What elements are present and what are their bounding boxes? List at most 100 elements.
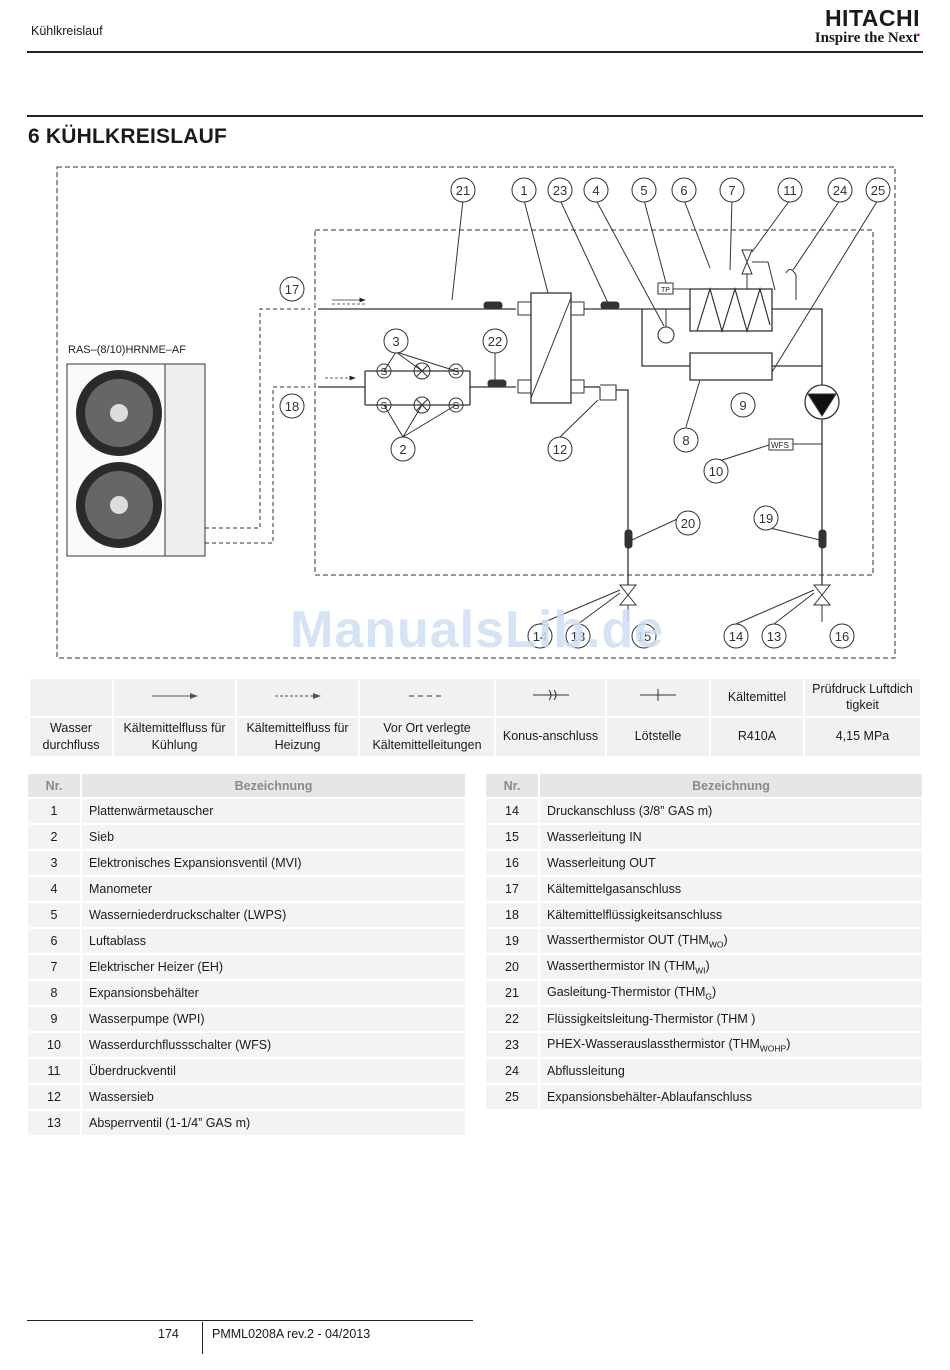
strainer-label: S (453, 367, 460, 378)
refrigerant-circuit-diagram: 2112345671124251732218212981020191413151… (56, 166, 896, 659)
page-number: 174 (158, 1327, 179, 1341)
header-rule (27, 51, 923, 53)
part-number: 1 (28, 799, 80, 823)
part-name-tail: ) (712, 984, 717, 999)
part-name: Kältemittelflüssigkeitsanschluss (547, 908, 723, 922)
part-name-tail: ) (723, 932, 728, 947)
callout-23: 15 (631, 623, 657, 649)
part-name: Wasserpumpe (WPI) (89, 1012, 205, 1026)
callout-label: 11 (783, 183, 797, 198)
callout-14: 2 (390, 436, 416, 462)
callout-label: 1 (520, 183, 527, 198)
part-name-subscript: WI (695, 965, 706, 976)
strainer-label: S (381, 401, 388, 412)
plate-heat-exchanger (530, 292, 572, 404)
field-piping-symbol (360, 679, 494, 716)
outdoor-unit (66, 363, 206, 557)
callout-label: 22 (488, 334, 502, 349)
callout-label: 18 (285, 399, 299, 414)
callout-label: 13 (571, 629, 585, 644)
part-number: 20 (486, 955, 538, 979)
callout-label: 23 (553, 183, 567, 198)
cooling-flow-symbol (114, 679, 235, 716)
callout-25: 13 (761, 623, 787, 649)
electric-heater (689, 288, 773, 332)
part-name: Elektronisches Expansionsventil (MVI) (89, 856, 302, 870)
legend-label-flare: Konus-anschluss (496, 717, 605, 756)
brazing-symbol (607, 679, 709, 716)
part-number: 14 (486, 799, 538, 823)
hitachi-logo: HITACHI Inspire the Next• (814, 5, 920, 46)
callout-19: 20 (675, 510, 701, 536)
callout-label: 6 (680, 183, 687, 198)
legend-label-heating-flow: Kältemittelfluss für Heizung (237, 717, 358, 756)
callout-6: 7 (719, 177, 745, 203)
part-number: 13 (28, 1111, 80, 1135)
table-row: 15 Wasserleitung IN (486, 825, 922, 849)
callout-label: 4 (592, 183, 599, 198)
legend-label-field-piping: Vor Ort verlegte Kältemittelleitungen (360, 717, 494, 756)
part-name-subscript: WO (708, 939, 724, 950)
title-rule (27, 115, 923, 117)
part-name: Wasserleitung OUT (547, 856, 656, 870)
callout-label: 8 (682, 433, 689, 448)
header-section-title: Kühlkreislauf (31, 24, 103, 38)
part-number: 25 (486, 1085, 538, 1109)
part-number: 10 (28, 1033, 80, 1057)
part-number: 2 (28, 825, 80, 849)
part-name: Absperrventil (1-1/4” GAS m) (89, 1116, 251, 1130)
part-number: 3 (28, 851, 80, 875)
callout-label: 7 (728, 183, 735, 198)
refrigerant-header: Kältemittel (711, 679, 803, 716)
hydro-unit-frame (314, 229, 874, 576)
callout-label: 10 (709, 464, 723, 479)
part-name: Wasserleitung IN (547, 830, 642, 844)
part-name: Plattenwärmetauscher (89, 804, 214, 818)
heating-flow-symbol (237, 679, 358, 716)
strainer-label: S (381, 367, 388, 378)
callout-4: 5 (631, 177, 657, 203)
part-number: 5 (28, 903, 80, 927)
part-number: 6 (28, 929, 80, 953)
airtight-test-header: Prüfdruck Luftdich tigkeit (805, 679, 920, 716)
table-row: 13 Absperrventil (1-1/4” GAS m) (28, 1111, 465, 1135)
flare-connection-symbol (496, 679, 605, 716)
callout-2: 23 (547, 177, 573, 203)
part-name: Gasleitung-Thermistor (THM (547, 984, 706, 999)
brand-tagline: Inspire the Next (814, 30, 918, 46)
callout-16: 9 (730, 392, 756, 418)
callout-21: 14 (527, 623, 553, 649)
callout-label: 17 (285, 282, 299, 297)
expansion-vessel (689, 352, 773, 381)
manometer (657, 326, 675, 344)
callout-label: 14 (729, 629, 743, 644)
part-name: Elektrischer Heizer (EH) (89, 960, 224, 974)
part-number: 15 (486, 825, 538, 849)
callout-10: 17 (279, 276, 305, 302)
legend-label-brazing: Lötstelle (607, 717, 709, 756)
part-number: 23 (486, 1033, 538, 1057)
part-name: Abflussleitung (547, 1064, 625, 1078)
lwps-label: TP (661, 287, 670, 294)
part-name: Manometer (89, 882, 153, 896)
table-row: 25 Expansionsbehälter-Ablaufanschluss (486, 1085, 922, 1109)
callout-label: 13 (767, 629, 781, 644)
part-name: Expansionsbehälter-Ablaufanschluss (547, 1090, 752, 1104)
callout-label: 15 (637, 629, 651, 644)
callout-label: 20 (681, 516, 695, 531)
callout-8: 24 (827, 177, 853, 203)
